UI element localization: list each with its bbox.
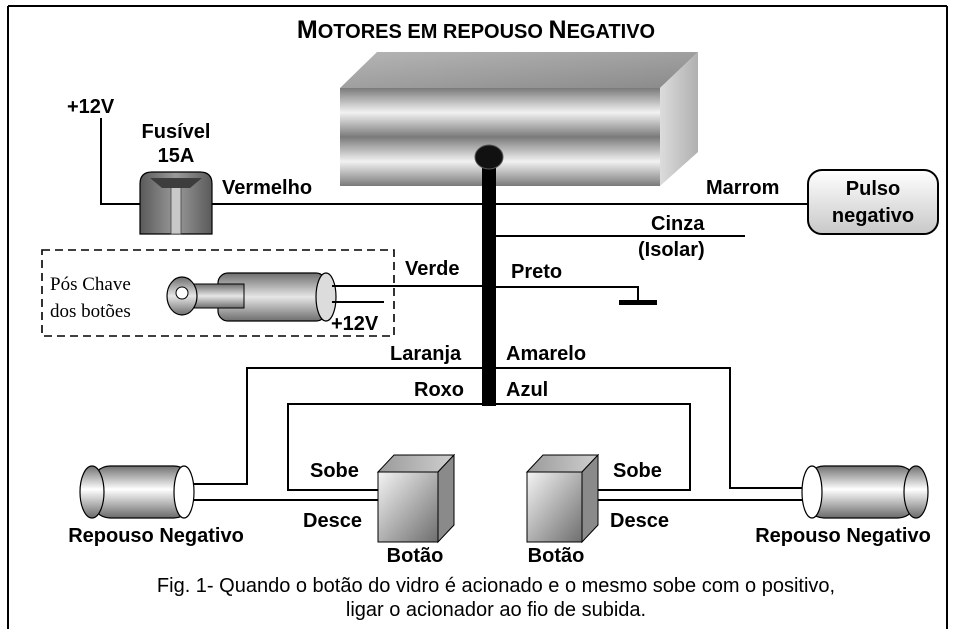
fuse-label-line1: Fusível (142, 121, 211, 143)
wire-preto (496, 286, 639, 302)
wire-label-isolar: (Isolar) (638, 239, 705, 261)
button-right-icon[interactable] (525, 453, 600, 544)
key-box-line2: dos botões (50, 301, 131, 322)
central-module (340, 52, 698, 186)
motor-left-icon (79, 465, 195, 519)
wire-label-preto: Preto (511, 261, 562, 283)
plus12v-key-label: +12V (331, 313, 379, 335)
wire-label-azul: Azul (506, 379, 548, 401)
button-left-icon[interactable] (376, 453, 456, 544)
wire-label-sobe-right: Sobe (613, 460, 662, 482)
wire-label-sobe-left: Sobe (310, 460, 359, 482)
harness-connector (474, 144, 504, 170)
wire-label-vermelho: Vermelho (222, 177, 312, 199)
wire-amarelo (496, 367, 806, 489)
wire-label-roxo: Roxo (414, 379, 464, 401)
wire-azul (496, 403, 691, 491)
pulse-negative-box: Pulso negativo (807, 169, 939, 235)
plus12v-top-label: +12V (67, 96, 115, 118)
key-switch-box (41, 249, 395, 337)
key-box-line1: Pós Chave (50, 274, 131, 295)
caption-line1: Fig. 1- Quando o botão do vidro é aciona… (157, 575, 835, 597)
fuse-label-line2: 15A (158, 145, 195, 167)
wire-label-amarelo: Amarelo (506, 343, 586, 365)
motor-left-label: Repouso Negativo (68, 525, 244, 547)
wire-roxo (287, 403, 482, 491)
pulse-box-line1: Pulso (846, 178, 900, 200)
wire-label-laranja: Laranja (390, 343, 462, 365)
key-switch-icon (166, 272, 337, 322)
wire-harness (482, 158, 496, 406)
wire-label-cinza: Cinza (651, 213, 705, 235)
ground-icon (619, 300, 657, 305)
button-left-label: Botão (387, 545, 444, 567)
button-right-label: Botão (528, 545, 585, 567)
wire-label-desce-left: Desce (303, 510, 362, 532)
motor-right-label: Repouso Negativo (755, 525, 931, 547)
wire-label-verde: Verde (405, 258, 459, 280)
motor-right-icon (801, 465, 929, 519)
pulse-box-line2: negativo (832, 205, 914, 227)
fuse-icon (139, 171, 213, 235)
wire-plus12-to-fuse (100, 118, 140, 205)
wire-label-desce-right: Desce (610, 510, 669, 532)
caption-line2: ligar o acionador ao fio de subida. (346, 599, 646, 621)
diagram-title: MOTORES EM REPOUSO NEGATIVO (297, 16, 655, 44)
wire-label-marrom: Marrom (706, 177, 779, 199)
wire-laranja (192, 367, 482, 485)
